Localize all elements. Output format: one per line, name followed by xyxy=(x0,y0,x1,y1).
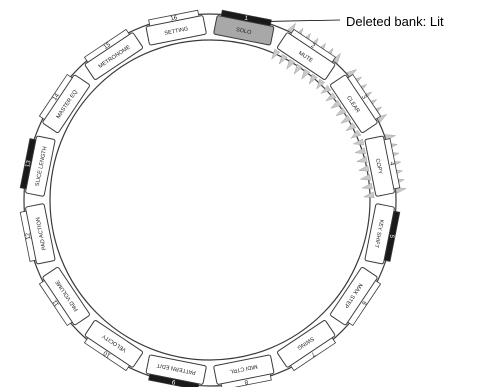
inner-ring xyxy=(49,39,371,361)
pad-13-number-strip xyxy=(19,138,37,190)
pad-15-number: 15 xyxy=(102,41,112,51)
pad-16-label: SETTING xyxy=(164,26,189,37)
pad-9-number: 9 xyxy=(171,378,176,386)
pad-12-number: 12 xyxy=(24,232,32,241)
pad-11-number-strip xyxy=(38,280,73,327)
pad-7-number-strip xyxy=(290,337,337,372)
pad-4-number-strip xyxy=(383,138,401,190)
pad-5-number-strip xyxy=(383,210,401,262)
pad-12-number-strip xyxy=(19,210,37,262)
pad-6-number-strip xyxy=(347,280,382,327)
pad-1-number: 1 xyxy=(244,15,249,23)
pad-4[interactable]: 4 COPY xyxy=(352,133,407,200)
pad-4-label: COPY xyxy=(374,158,383,175)
pad-8[interactable]: 8 MIDI CTRL xyxy=(213,354,276,391)
pad-7-number: 7 xyxy=(309,350,316,358)
pad-6-number: 6 xyxy=(360,299,368,306)
deleted-bank-callout: Deleted bank: Lit xyxy=(346,14,444,29)
pad-13-number: 13 xyxy=(24,159,32,168)
pad-14-number: 14 xyxy=(51,92,61,102)
pad-11-number: 11 xyxy=(51,298,61,308)
pad-1-label: SOLO xyxy=(235,27,252,36)
outer-ring xyxy=(23,13,397,387)
pad-3-number: 3 xyxy=(360,94,368,101)
pad-2-number-strip xyxy=(290,28,337,63)
pad-1-number-strip xyxy=(220,9,272,27)
pad-8-number: 8 xyxy=(243,378,248,386)
pad-5-label: KEY SHIFT xyxy=(373,219,385,249)
pad-3-number-strip xyxy=(347,73,382,120)
pad-16-number-strip xyxy=(148,9,200,27)
pad-10-number: 10 xyxy=(102,349,112,359)
pad-10-number-strip xyxy=(83,337,130,372)
pad-16-number: 16 xyxy=(170,14,179,22)
pad-4-number: 4 xyxy=(388,161,396,166)
pad-15-number-strip xyxy=(83,28,130,63)
pad-14-number-strip xyxy=(38,73,73,120)
pad-8-label: MIDI CTRL xyxy=(229,363,258,374)
pad-2-number: 2 xyxy=(309,42,316,50)
pad-5-number: 5 xyxy=(388,234,396,239)
